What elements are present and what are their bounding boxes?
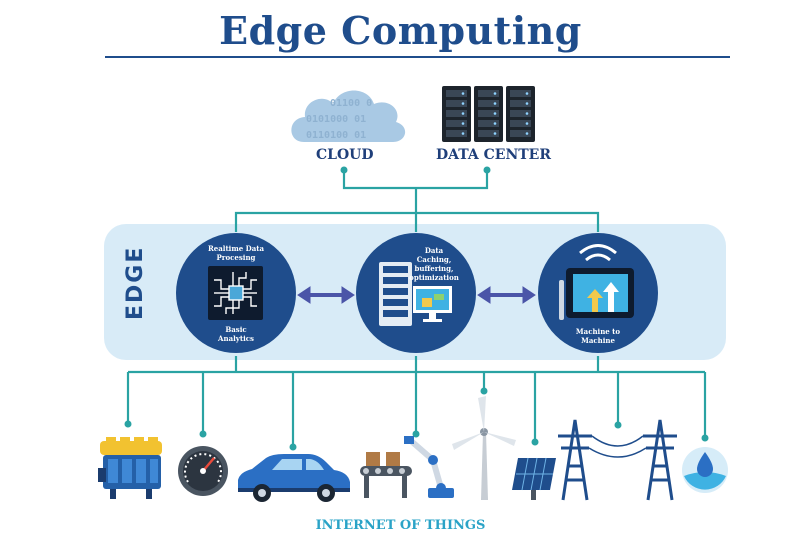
gauge-icon: [178, 446, 228, 496]
data-center-label: DATA CENTER: [436, 147, 551, 163]
bidirectional-arrow-icon: [297, 286, 355, 304]
server-monitor-icon: [379, 262, 452, 326]
server-unit: [446, 120, 467, 127]
server-led: [461, 122, 465, 125]
cloud-binary-line: 0110100 01: [306, 130, 366, 141]
svg-text:optimization: optimization: [409, 273, 459, 282]
server-led: [525, 122, 529, 125]
solar-panel-icon: [512, 457, 556, 500]
connector-dots: [124, 166, 709, 451]
cloud-binary-line: 01100 0: [330, 98, 372, 109]
server-unit: [478, 130, 499, 137]
server-unit: [446, 90, 467, 97]
server-unit: [478, 90, 499, 97]
svg-text:Realtime Data: Realtime Data: [208, 244, 264, 253]
cloud-binary-line: 0101000 01: [306, 114, 366, 125]
server-unit: [478, 100, 499, 107]
tablet-wireless-icon: [559, 244, 634, 320]
server-unit: [478, 110, 499, 117]
server-led: [461, 102, 465, 105]
server-unit: [510, 120, 531, 127]
svg-text:Data: Data: [425, 246, 444, 255]
cloud-icon: 01100 0 0101000 01 0110100 01: [291, 90, 406, 142]
title-underline: [105, 56, 730, 58]
server-led: [493, 102, 497, 105]
svg-text:buffering,: buffering,: [415, 264, 454, 273]
server-led: [493, 92, 497, 95]
data-center-icon: [442, 86, 535, 142]
edge-node-texts: Realtime Data Procesing Basic Analytics …: [208, 244, 620, 345]
svg-text:Basic: Basic: [225, 325, 246, 334]
edge-node-realtime: [176, 233, 296, 353]
server-led: [525, 132, 529, 135]
engine-icon: [98, 437, 162, 499]
server-unit: [510, 90, 531, 97]
svg-text:Machine: Machine: [581, 336, 615, 345]
cloud-label: CLOUD: [316, 147, 374, 163]
server-led: [525, 112, 529, 115]
server-led: [525, 102, 529, 105]
server-led: [493, 112, 497, 115]
svg-text:Procesing: Procesing: [217, 253, 256, 262]
car-icon: [238, 454, 350, 502]
robot-arm-conveyor-icon: [360, 436, 454, 498]
server-led: [525, 92, 529, 95]
server-led: [461, 112, 465, 115]
server-led: [493, 132, 497, 135]
edge-node-caching: [356, 233, 476, 353]
server-unit: [446, 130, 467, 137]
server-unit: [446, 100, 467, 107]
page-title: Edge Computing: [219, 8, 582, 53]
svg-text:Analytics: Analytics: [217, 334, 254, 343]
svg-text:Machine to: Machine to: [576, 327, 621, 336]
bidirectional-arrow-icon: [477, 286, 536, 304]
server-led: [461, 92, 465, 95]
server-unit: [478, 120, 499, 127]
server-led: [493, 122, 497, 125]
power-lines-icon: [558, 419, 677, 501]
server-unit: [446, 110, 467, 117]
iot-label: INTERNET OF THINGS: [315, 518, 486, 533]
wind-turbine-icon: [452, 396, 516, 500]
water-drop-icon: [682, 447, 728, 493]
server-unit: [510, 110, 531, 117]
server-unit: [510, 130, 531, 137]
server-led: [461, 132, 465, 135]
edge-node-m2m: [538, 233, 658, 353]
connector-lines: [126, 170, 707, 445]
svg-text:Caching,: Caching,: [417, 255, 452, 264]
server-unit: [510, 100, 531, 107]
